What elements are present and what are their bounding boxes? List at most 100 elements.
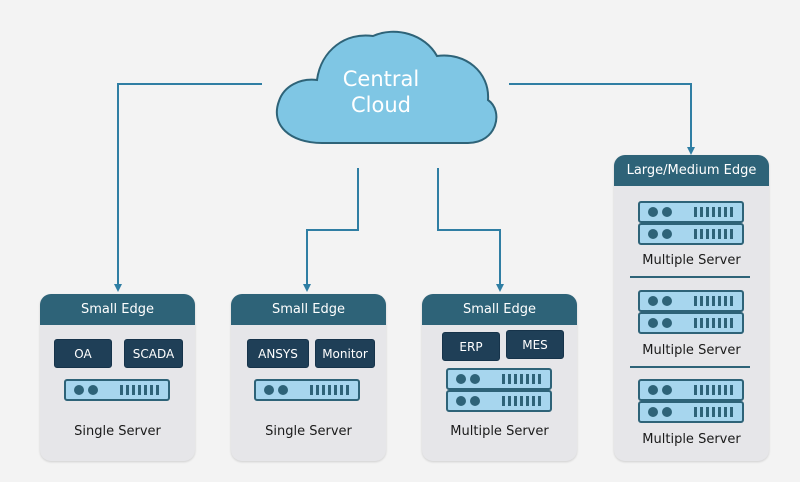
server-vent-icon bbox=[724, 207, 727, 217]
server-vent-icon bbox=[538, 396, 541, 406]
server-vent-icon bbox=[718, 385, 721, 395]
server-rack bbox=[638, 312, 744, 334]
server-rack bbox=[254, 379, 360, 401]
server-rack bbox=[446, 368, 552, 390]
edge-caption: Single Server bbox=[265, 424, 352, 439]
server-rack bbox=[638, 201, 744, 223]
server-group-caption: Multiple Server bbox=[642, 253, 741, 268]
large-medium-edge-box: Large/Medium Edge Multiple Server Multip… bbox=[614, 155, 769, 461]
server-vent-icon bbox=[700, 229, 703, 239]
server-vent-icon bbox=[712, 229, 715, 239]
edge-header: Small Edge bbox=[40, 294, 195, 325]
cloud-shape bbox=[275, 30, 498, 144]
server-vent-icon bbox=[718, 407, 721, 417]
server-vent-icon bbox=[526, 396, 529, 406]
server-vent-icon bbox=[520, 374, 523, 384]
server-vent-icon bbox=[132, 385, 135, 395]
server-vent-icon bbox=[730, 296, 733, 306]
server-rack bbox=[64, 379, 170, 401]
server-led-icon bbox=[74, 385, 84, 395]
server-group-caption: Multiple Server bbox=[642, 343, 741, 358]
server-vent-icon bbox=[706, 407, 709, 417]
server-vent-icon bbox=[730, 407, 733, 417]
server-led-icon bbox=[662, 407, 672, 417]
tag-mes: MES bbox=[506, 330, 564, 359]
server-vent-icon bbox=[694, 207, 697, 217]
edge-header: Small Edge bbox=[422, 294, 577, 325]
server-led-icon bbox=[648, 207, 658, 217]
server-led-icon bbox=[662, 207, 672, 217]
tag-oa: OA bbox=[54, 339, 112, 368]
server-vent-icon bbox=[508, 396, 511, 406]
tag-ansys: ANSYS bbox=[247, 339, 309, 368]
edge-caption: Single Server bbox=[74, 424, 161, 439]
server-led-icon bbox=[470, 374, 480, 384]
server-vent-icon bbox=[730, 207, 733, 217]
cloud-label-line2: Cloud bbox=[351, 93, 411, 117]
server-vent-icon bbox=[316, 385, 319, 395]
server-vent-icon bbox=[712, 318, 715, 328]
server-vent-icon bbox=[694, 296, 697, 306]
server-vent-icon bbox=[700, 296, 703, 306]
server-vent-icon bbox=[526, 374, 529, 384]
server-vent-icon bbox=[718, 207, 721, 217]
connector-to-edge-2 bbox=[303, 168, 359, 292]
server-rack bbox=[446, 390, 552, 412]
server-led-icon bbox=[648, 407, 658, 417]
server-vent-icon bbox=[718, 318, 721, 328]
server-vent-icon bbox=[694, 407, 697, 417]
server-led-icon bbox=[278, 385, 288, 395]
tag-erp: ERP bbox=[442, 332, 500, 361]
server-vent-icon bbox=[156, 385, 159, 395]
server-rack bbox=[638, 379, 744, 401]
server-vent-icon bbox=[730, 229, 733, 239]
server-vent-icon bbox=[322, 385, 325, 395]
server-vent-icon bbox=[694, 385, 697, 395]
group-divider bbox=[630, 366, 750, 368]
server-vent-icon bbox=[520, 396, 523, 406]
server-vent-icon bbox=[502, 374, 505, 384]
large-edge-header: Large/Medium Edge bbox=[614, 155, 769, 186]
edge-caption: Multiple Server bbox=[450, 424, 549, 439]
small-edge-box-1: Small Edge OA SCADA Single Server bbox=[40, 294, 195, 461]
server-rack bbox=[638, 401, 744, 423]
server-led-icon bbox=[456, 396, 466, 406]
server-led-icon bbox=[662, 318, 672, 328]
server-led-icon bbox=[648, 385, 658, 395]
server-vent-icon bbox=[126, 385, 129, 395]
server-rack bbox=[638, 290, 744, 312]
server-vent-icon bbox=[514, 396, 517, 406]
server-vent-icon bbox=[712, 407, 715, 417]
server-vent-icon bbox=[700, 207, 703, 217]
server-vent-icon bbox=[718, 296, 721, 306]
server-vent-icon bbox=[532, 396, 535, 406]
server-vent-icon bbox=[712, 385, 715, 395]
server-led-icon bbox=[88, 385, 98, 395]
connector-to-large-edge bbox=[509, 83, 695, 155]
server-vent-icon bbox=[724, 385, 727, 395]
server-vent-icon bbox=[700, 318, 703, 328]
server-vent-icon bbox=[700, 385, 703, 395]
server-led-icon bbox=[648, 318, 658, 328]
server-vent-icon bbox=[538, 374, 541, 384]
server-vent-icon bbox=[328, 385, 331, 395]
server-vent-icon bbox=[718, 229, 721, 239]
server-vent-icon bbox=[700, 407, 703, 417]
server-vent-icon bbox=[138, 385, 141, 395]
server-led-icon bbox=[648, 229, 658, 239]
connector-to-edge-3 bbox=[437, 168, 504, 292]
server-vent-icon bbox=[334, 385, 337, 395]
server-vent-icon bbox=[730, 318, 733, 328]
server-vent-icon bbox=[712, 207, 715, 217]
server-vent-icon bbox=[706, 229, 709, 239]
server-led-icon bbox=[662, 296, 672, 306]
edge-header: Small Edge bbox=[231, 294, 386, 325]
server-vent-icon bbox=[310, 385, 313, 395]
server-vent-icon bbox=[706, 318, 709, 328]
server-led-icon bbox=[456, 374, 466, 384]
server-led-icon bbox=[470, 396, 480, 406]
server-vent-icon bbox=[694, 229, 697, 239]
server-vent-icon bbox=[724, 407, 727, 417]
server-vent-icon bbox=[712, 296, 715, 306]
